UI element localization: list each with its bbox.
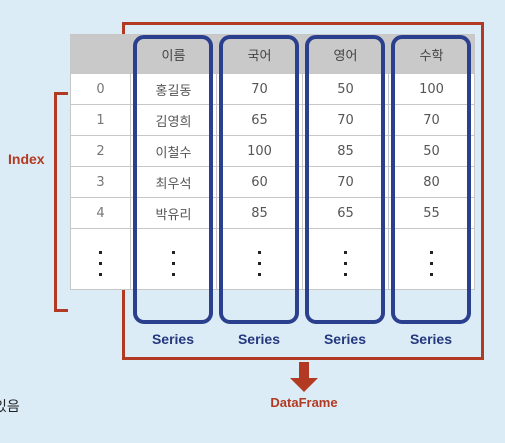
index-bracket — [54, 92, 68, 312]
table-cell: 70 — [388, 104, 475, 136]
index-cell: 4 — [70, 197, 131, 229]
table-row: 0 홍길동 70 50 100 — [70, 73, 475, 105]
vertical-ellipsis-icon — [344, 250, 347, 276]
table-cell: 이철수 — [130, 135, 217, 167]
table-cell: 50 — [388, 135, 475, 167]
index-cell: 1 — [70, 104, 131, 136]
index-cell: 3 — [70, 166, 131, 198]
vertical-ellipsis-icon — [99, 250, 102, 276]
table-cell: 홍길동 — [130, 73, 217, 105]
table-cell: 70 — [302, 166, 389, 198]
series-label: Series — [323, 331, 367, 347]
table-cell: 박유리 — [130, 197, 217, 229]
index-label: Index — [8, 151, 45, 167]
table-cell: 70 — [302, 104, 389, 136]
index-header-cell — [70, 34, 131, 74]
ellipsis-cell — [302, 228, 389, 290]
series-label: Series — [409, 331, 453, 347]
table-row: 4 박유리 85 65 55 — [70, 197, 475, 229]
table-cell: 85 — [216, 197, 303, 229]
series-label: Series — [237, 331, 281, 347]
table-cell: 80 — [388, 166, 475, 198]
vertical-ellipsis-icon — [430, 250, 433, 276]
down-arrow-icon — [290, 378, 318, 392]
dataframe-label: DataFrame — [270, 395, 338, 410]
table-row: 2 이철수 100 85 50 — [70, 135, 475, 167]
ellipsis-cell — [216, 228, 303, 290]
index-cell: 0 — [70, 73, 131, 105]
ellipsis-cell — [70, 228, 131, 290]
table-cell: 100 — [216, 135, 303, 167]
ellipsis-row — [70, 228, 475, 290]
table-row: 3 최우석 60 70 80 — [70, 166, 475, 198]
series-label: Series — [151, 331, 195, 347]
table-row: 1 김영희 65 70 70 — [70, 104, 475, 136]
table-cell: 최우석 — [130, 166, 217, 198]
down-arrow-shaft — [299, 362, 309, 380]
series-box — [133, 35, 213, 324]
partial-note-text: 있음 — [0, 399, 20, 415]
vertical-ellipsis-icon — [172, 250, 175, 276]
index-cell: 2 — [70, 135, 131, 167]
vertical-ellipsis-icon — [258, 250, 261, 276]
ellipsis-cell — [388, 228, 475, 290]
series-box — [305, 35, 385, 324]
series-box — [391, 35, 471, 324]
series-box — [219, 35, 299, 324]
